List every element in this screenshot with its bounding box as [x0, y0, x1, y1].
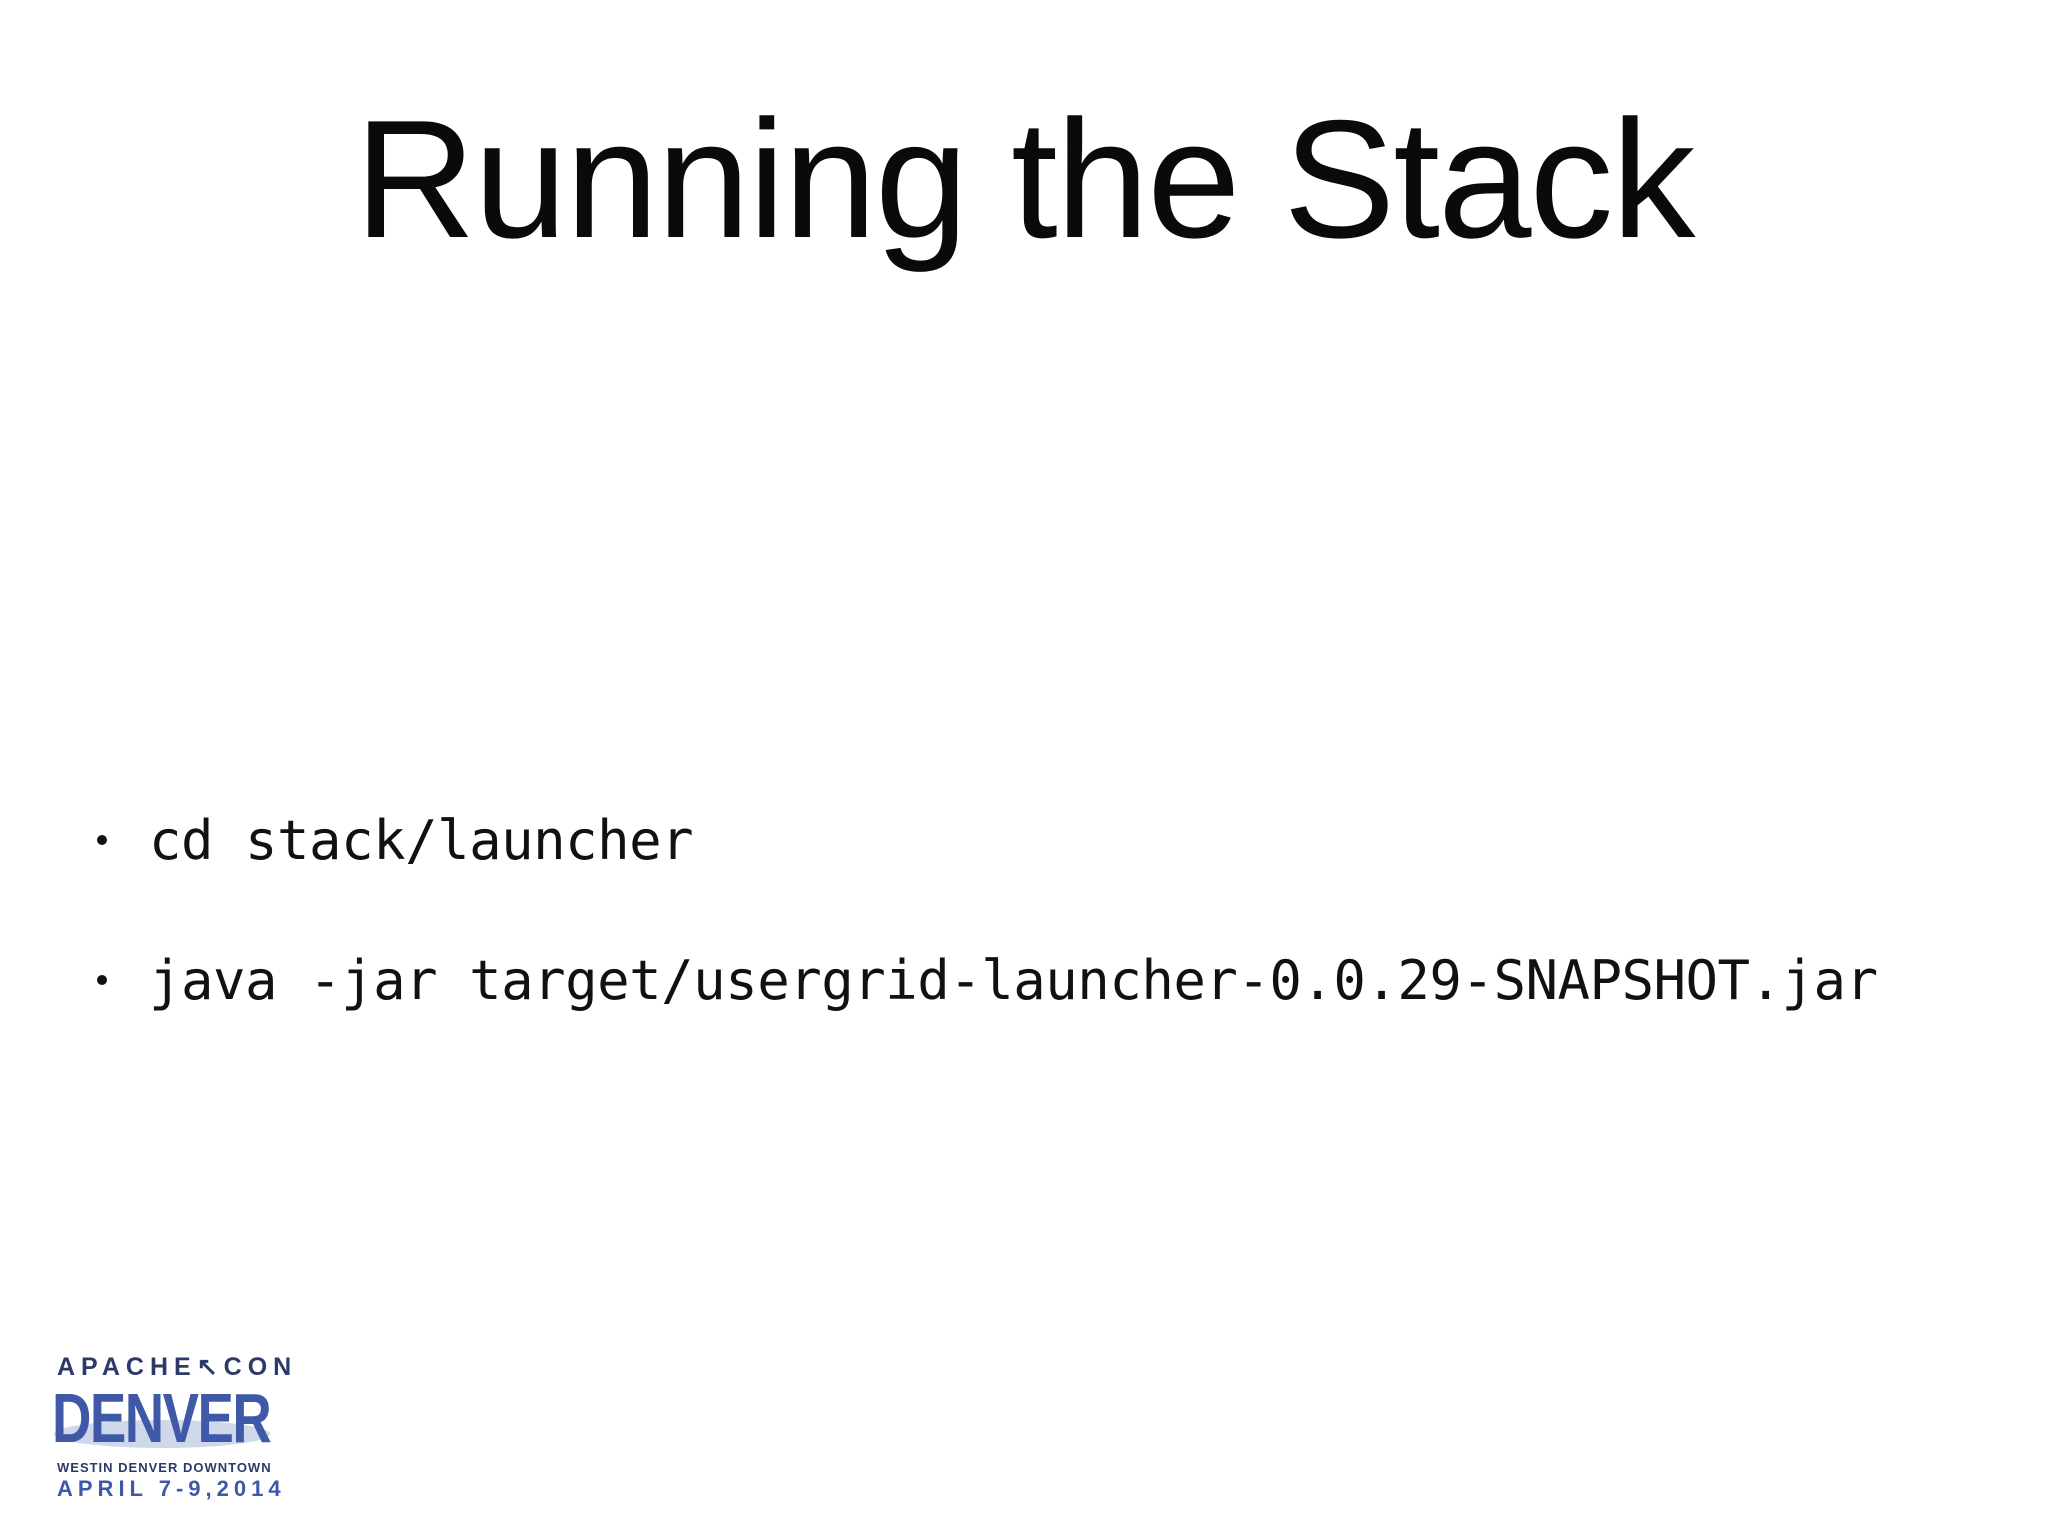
logo-main-text: DENVER: [52, 1379, 272, 1457]
bullet-text: cd stack/launcher: [149, 808, 694, 872]
bullet-dot-icon: [97, 835, 107, 845]
bullet-item: cd stack/launcher: [97, 808, 1878, 872]
logo-venue-text: WESTIN DENVER DOWNTOWN: [57, 1460, 272, 1475]
bullet-text: java -jar target/usergrid-launcher-0.0.2…: [149, 948, 1878, 1012]
bullet-dot-icon: [97, 975, 107, 985]
logo-date-text: APRIL 7-9,2014: [57, 1476, 286, 1501]
bullet-list: cd stack/launcher java -jar target/userg…: [97, 808, 1878, 1088]
logo-swoosh-icon: [54, 1420, 270, 1448]
bullet-item: java -jar target/usergrid-launcher-0.0.2…: [97, 948, 1878, 1012]
logo-top-text: APACHE↖CON: [57, 1353, 298, 1381]
apachecon-denver-logo: APACHE↖CON DENVER WESTIN DENVER DOWNTOWN…: [52, 1352, 291, 1502]
slide-title: Running the Stack: [354, 85, 1696, 273]
